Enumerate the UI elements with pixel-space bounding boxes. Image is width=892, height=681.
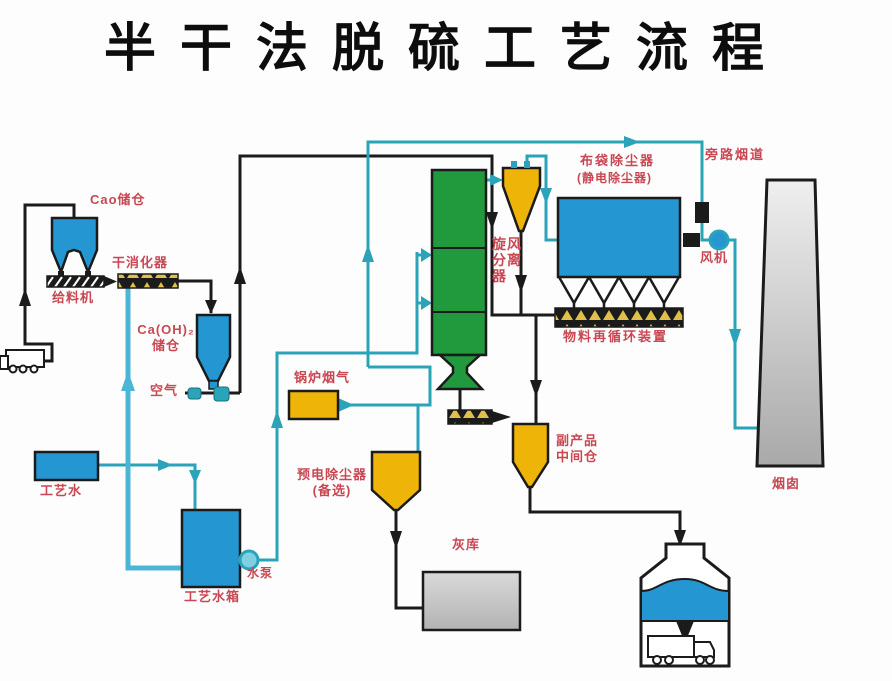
- pump-riser-arrow: [271, 410, 283, 428]
- reactor-tower: [430, 168, 488, 357]
- caoh2-hopper: [195, 313, 232, 383]
- process-water-tank: [180, 508, 242, 589]
- loading-silo: [639, 542, 731, 668]
- byproduct-discharge-pipe: [528, 487, 682, 532]
- dry-slaker: [117, 273, 179, 289]
- bypass-damper: [695, 202, 709, 223]
- reactor-inlet-arrow-2: [421, 296, 432, 310]
- sorbent-riser-pipe: [238, 154, 556, 393]
- teal-arrows: [158, 136, 741, 484]
- cyclone-separator: [501, 166, 542, 233]
- stack: [755, 178, 825, 468]
- caoh2-outlet-valve: [213, 386, 230, 402]
- bypass-arrow: [624, 136, 640, 148]
- bag-filter-label-line2: (静电除尘器): [577, 171, 652, 185]
- boiler-flue-gas-label: 锅炉烟气: [294, 370, 351, 385]
- pump-discharge-pipe: [257, 252, 419, 562]
- screw-discharge-arrow: [492, 411, 511, 423]
- process-water-box: [33, 450, 100, 482]
- water-pump: [238, 549, 260, 571]
- process-water-label: 工艺水: [40, 483, 83, 498]
- bypass-duct-label: 旁路烟道: [705, 147, 766, 162]
- cao-silo-leg-1: [58, 271, 64, 277]
- loading-truck: [647, 635, 715, 665]
- bypass-duct-pipe: [366, 140, 710, 367]
- recirculation-label: 物料再循环装置: [563, 329, 669, 344]
- cyclone-stud-1: [511, 161, 517, 168]
- bypass-riser-arrow: [362, 244, 374, 262]
- bagfilter-inlet-arrow: [540, 188, 552, 204]
- byproduct-label-line1: 副产品: [555, 433, 598, 448]
- caoh2-inlet-arrow: [205, 300, 217, 314]
- cao-silo-leg-2: [85, 271, 91, 277]
- recirculation-device: [554, 307, 684, 328]
- slaking-water-arrow: [121, 371, 135, 391]
- boiler-outlet-arrow: [338, 398, 354, 412]
- stack-line-arrow: [729, 329, 741, 347]
- reactor-venturi: [435, 353, 485, 391]
- caoh2-label-line2: 储仓: [151, 338, 180, 354]
- caoh2-label: Ca(OH)₂ 储仓: [134, 322, 198, 355]
- feeder-arrow: [104, 276, 117, 287]
- feeder-label: 给料机: [52, 290, 95, 305]
- fan: [708, 229, 730, 251]
- caoh2-hopper-stem: [208, 380, 219, 390]
- water-pump-label: 水泵: [247, 566, 274, 580]
- byproduct-feed-arrow: [530, 380, 542, 397]
- silo-material-band: [640, 577, 730, 622]
- process-water-tank-label: 工艺水箱: [184, 589, 241, 604]
- cyclone-stud-2: [524, 161, 530, 168]
- silo-spout: [676, 621, 694, 638]
- pre-esp-hopper: [370, 450, 422, 512]
- tank-inlet-arrow: [189, 470, 201, 484]
- cao-silo: [50, 216, 99, 276]
- ash-silo-label: 灰库: [452, 537, 481, 552]
- water-right-arrow: [158, 459, 173, 471]
- preesp-drop-arrow: [390, 531, 402, 549]
- bag-filter-hoppers: [557, 276, 681, 309]
- stack-label: 烟囱: [772, 476, 801, 491]
- ash-silo-box: [421, 570, 522, 632]
- lime-truck: [0, 349, 45, 374]
- pre-esp-label: 预电除尘器 (备选): [288, 467, 376, 500]
- silo-inlet-arrow: [674, 530, 686, 547]
- byproduct-label-line2: 中间仓: [555, 449, 598, 465]
- boiler-flue-gas-box: [287, 389, 340, 421]
- pre-esp-label-line2: (备选): [312, 483, 352, 499]
- byproduct-label: 副产品 中间仓: [551, 433, 603, 466]
- bag-filter-label-line1: 布袋除尘器: [580, 153, 656, 168]
- reactor-screw-conveyor: [447, 409, 493, 425]
- diagram-title: 半干法脱硫工艺流程: [103, 21, 788, 78]
- fan-label: 风机: [700, 250, 729, 265]
- feeder: [46, 275, 105, 288]
- riser-up-arrow: [234, 266, 246, 284]
- truck-to-cao-silo-pipe: [23, 203, 76, 363]
- dry-slaker-label: 干消化器: [112, 255, 169, 270]
- cao-silo-label: Cao储仓: [90, 192, 146, 207]
- cyclone-label: 旋风分离器: [492, 236, 522, 284]
- pre-esp-label-line1: 预电除尘器: [296, 467, 367, 482]
- sorbent-down-arrow: [486, 212, 498, 230]
- black-arrows: [19, 212, 686, 549]
- slaker-to-caoh2-pipe: [178, 279, 213, 313]
- cyclone-drop-arrow: [515, 275, 527, 293]
- water-fill-pipe: [98, 463, 197, 510]
- reactor-inlet-arrow-1: [421, 248, 432, 262]
- bag-filter: [556, 196, 682, 279]
- byproduct-hopper: [511, 422, 550, 489]
- flue-gas-inlet-pipe: [350, 365, 432, 407]
- cyclone-to-bagfilter-pipe: [525, 154, 558, 242]
- fan-connector: [683, 233, 700, 247]
- preesp-to-ash-pipe: [394, 510, 424, 610]
- caoh2-label-line1: Ca(OH)₂: [137, 322, 195, 337]
- cyclone-inlet-arrow: [490, 174, 503, 186]
- air-valve: [187, 387, 202, 400]
- truck-line-up-arrow: [19, 288, 31, 306]
- teal-piping: [98, 140, 759, 562]
- air-label: 空气: [150, 383, 179, 398]
